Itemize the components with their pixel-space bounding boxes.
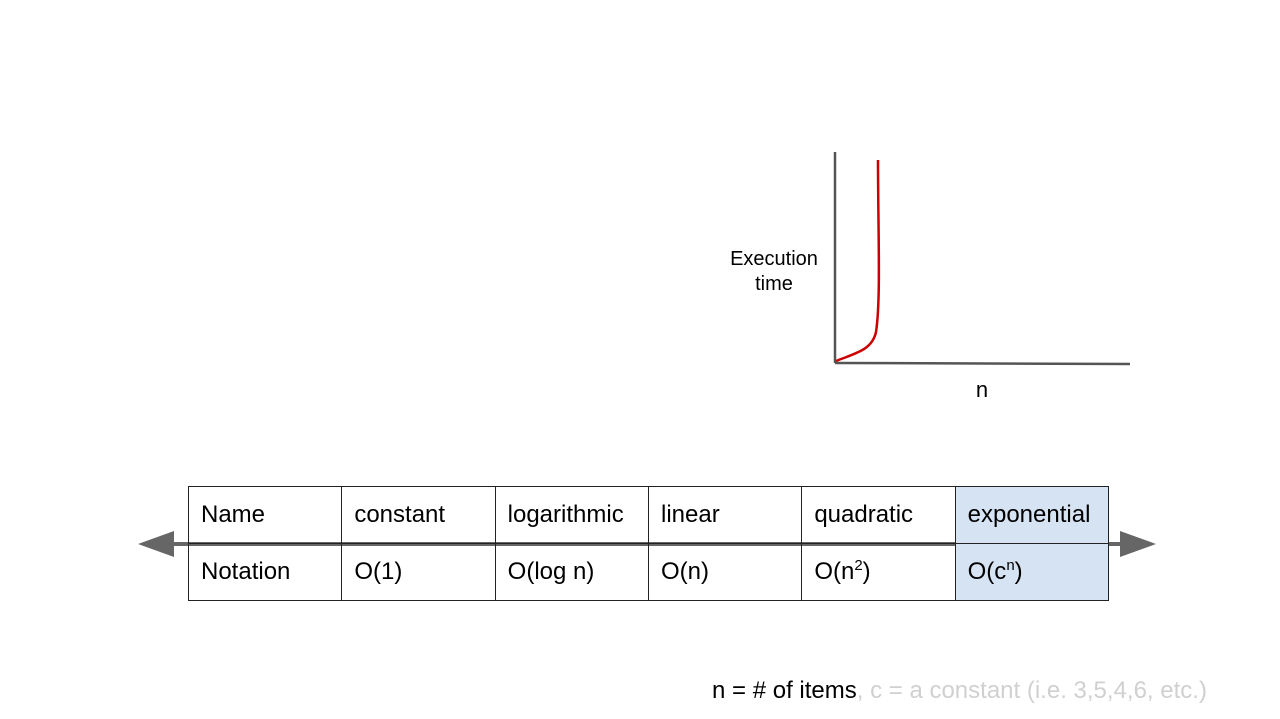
notation-cell-logarithmic: O(log n) bbox=[494, 543, 649, 601]
scale-arrow-left-icon bbox=[138, 531, 174, 557]
exponential-curve bbox=[835, 159, 881, 363]
footnote: n = # of items, c = a constant (i.e. 3,5… bbox=[712, 677, 1207, 705]
footnote-muted: , c = a constant (i.e. 3,5,4,6, etc.) bbox=[856, 677, 1207, 704]
name-cell-logarithmic: logarithmic bbox=[494, 486, 649, 544]
name-cell-exponential: exponential bbox=[954, 486, 1110, 544]
y-axis-label: Execution time bbox=[718, 247, 830, 297]
notation-close: ) bbox=[1014, 558, 1023, 585]
name-cell-quadratic: quadratic bbox=[801, 486, 956, 544]
x-axis-label: n bbox=[975, 377, 989, 402]
complexity-table: Name constant logarithmic linear quadrat… bbox=[187, 486, 1110, 601]
notation-header-cell: Notation bbox=[187, 543, 343, 601]
name-cell-linear: linear bbox=[647, 486, 803, 544]
y-axis-label-line1: Execution bbox=[730, 248, 818, 270]
notation-exponent: n bbox=[1006, 557, 1015, 574]
footnote-main: n = # of items bbox=[712, 677, 857, 704]
name-row: Name constant logarithmic linear quadrat… bbox=[187, 486, 1110, 544]
notation-row: Notation O(1) O(log n) O(n) O(n2) O(cn) bbox=[187, 543, 1110, 601]
name-header-cell: Name bbox=[187, 486, 343, 544]
notation-cell-exponential: O(cn) bbox=[954, 543, 1110, 601]
name-cell-constant: constant bbox=[341, 486, 496, 544]
notation-base: O(c bbox=[967, 558, 1007, 585]
notation-cell-constant: O(1) bbox=[341, 543, 496, 601]
scale-arrow-right-icon bbox=[1120, 531, 1156, 557]
notation-base: O(n bbox=[814, 558, 855, 585]
x-axis bbox=[834, 361, 1131, 366]
notation-close: ) bbox=[862, 558, 871, 585]
notation-exponent: 2 bbox=[854, 557, 863, 574]
notation-cell-linear: O(n) bbox=[647, 543, 803, 601]
y-axis-label-line2: time bbox=[755, 273, 793, 295]
notation-cell-quadratic: O(n2) bbox=[801, 543, 956, 601]
